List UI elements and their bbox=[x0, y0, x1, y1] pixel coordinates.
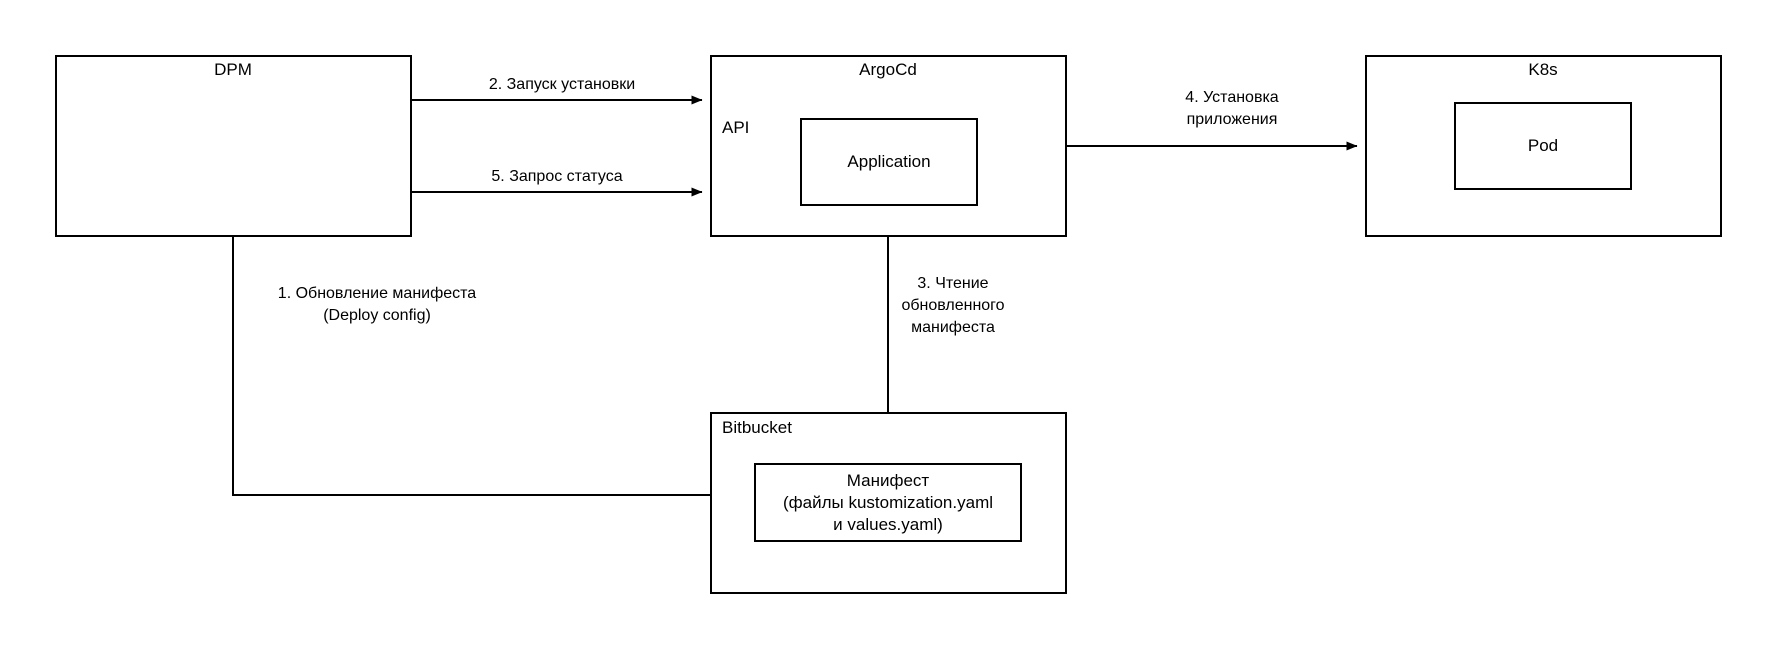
node-argocd-api-label: API bbox=[722, 118, 750, 137]
node-application[interactable] bbox=[800, 118, 978, 206]
edge-label-4: 4. Установка приложения bbox=[1185, 89, 1279, 128]
node-dpm[interactable] bbox=[55, 55, 412, 237]
node-k8s-label: K8s bbox=[1528, 60, 1558, 79]
edge-label-1: 1. Обновление манифеста (Deploy config) bbox=[277, 285, 477, 324]
edge-label-2: 2. Запуск установки bbox=[488, 76, 636, 93]
node-dpm-label: DPM bbox=[214, 60, 252, 79]
node-pod-label: Pod bbox=[1527, 136, 1559, 155]
node-argocd-label: ArgoCd bbox=[859, 60, 917, 79]
edge-label-3: 3. Чтение обновленного манифеста bbox=[901, 275, 1005, 336]
edge-1-arrow bbox=[232, 237, 747, 500]
node-manifest-label: Манифест (файлы kustomization.yaml и val… bbox=[782, 471, 994, 534]
edge-label-5: 5. Запрос статуса bbox=[491, 168, 623, 185]
node-pod[interactable] bbox=[1454, 102, 1632, 190]
node-manifest[interactable] bbox=[754, 463, 1022, 542]
node-application-label: Application bbox=[847, 152, 931, 171]
node-bitbucket-label: Bitbucket bbox=[722, 418, 792, 437]
